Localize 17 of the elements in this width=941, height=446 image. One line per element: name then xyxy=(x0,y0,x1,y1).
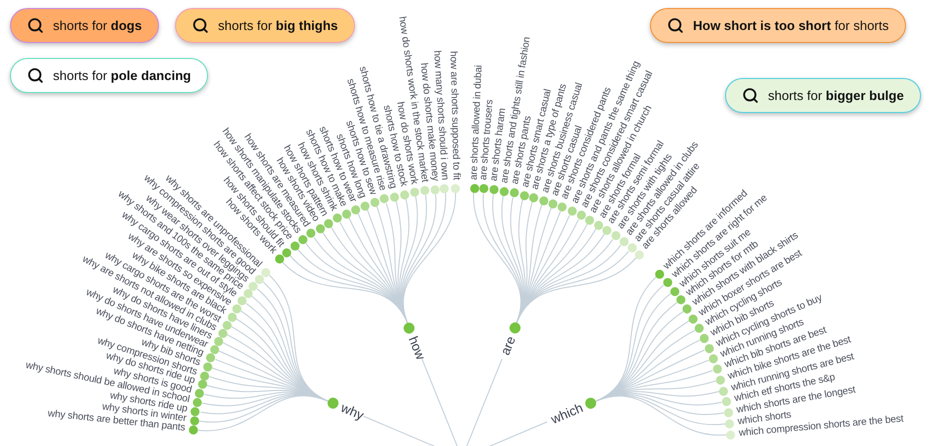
search-pill xyxy=(650,8,906,43)
search-pill xyxy=(10,8,159,43)
branch-label: are xyxy=(498,334,517,357)
search-pill xyxy=(725,78,921,113)
search-pill xyxy=(175,8,355,43)
search-pill xyxy=(10,58,208,93)
branch-label: how xyxy=(407,334,428,362)
tree-link xyxy=(464,358,503,446)
query-text: how are shorts supposed to fit xyxy=(447,50,460,180)
suggestion-text: shorts for big thighs xyxy=(218,18,338,33)
suggestion-text: shorts for bigger bulge xyxy=(768,88,904,103)
suggestion-text: How short is too short for shorts xyxy=(693,18,889,33)
suggestion-text: shorts for dogs xyxy=(53,18,142,33)
branch-label: which xyxy=(548,401,585,426)
tree-link xyxy=(421,358,460,446)
suggestion-text: shorts for pole dancing xyxy=(53,68,191,83)
branch-label: why xyxy=(339,401,366,422)
